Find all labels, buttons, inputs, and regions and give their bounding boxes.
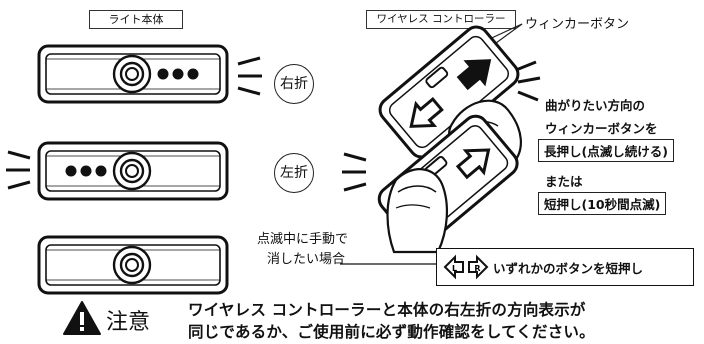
instruction-line-2: ウィンカーボタンを — [545, 121, 658, 136]
blink-rays-left-2 — [6, 150, 31, 190]
blink-rays-controller-1 — [515, 60, 541, 102]
left-turn-badge: 左折 — [274, 153, 314, 193]
stop-connector-line — [340, 263, 438, 265]
controller-left-press — [377, 114, 519, 254]
blink-rays-controller-2 — [342, 152, 367, 192]
r-letter: R — [474, 264, 480, 273]
caution-title: 注意 — [106, 310, 151, 335]
light-body-off — [37, 235, 229, 295]
caution-line-1: ワイヤレス コントローラーと本体の右左折の方向表示が — [188, 301, 586, 319]
warning-triangle-icon — [63, 301, 101, 335]
stop-action-text: いずれかのボタンを短押し — [493, 261, 644, 276]
stop-line-1: 点滅中に手動で — [257, 232, 349, 247]
instruction-or: または — [545, 174, 583, 189]
light-body-label: ライト本体 — [89, 10, 183, 29]
blink-rays-right-1 — [237, 56, 262, 96]
light-body-left-turn — [37, 141, 229, 201]
lr-buttons-icon: L R — [443, 254, 489, 280]
stop-line-2: 消したい場合 — [267, 252, 346, 267]
caution-line-2: 同じであるか、ご使用前に必ず動作確認をしてください。 — [188, 323, 595, 341]
short-press-box: 短押し(10秒間点滅) — [538, 192, 667, 215]
right-turn-badge: 右折 — [274, 64, 314, 104]
l-letter: L — [452, 264, 457, 273]
instruction-line-1: 曲がりたい方向の — [545, 98, 646, 113]
wireless-controller-label: ワイヤレス コントローラー — [366, 10, 516, 29]
stop-action-box: L R いずれかのボタンを短押し — [436, 248, 694, 286]
winker-button-label: ウィンカーボタン — [525, 17, 630, 32]
long-press-box: 長押し(点滅し続ける) — [538, 139, 674, 162]
light-body-right-turn — [37, 44, 229, 104]
